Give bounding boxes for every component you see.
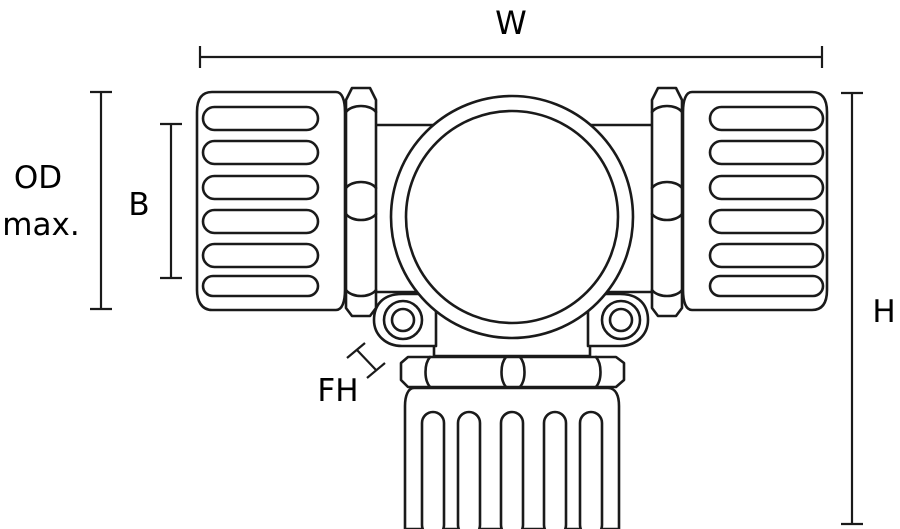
- right-fixing-lug: [586, 292, 650, 348]
- fh-dimension-line: [356, 349, 377, 371]
- bottom-cap-rib-2: [456, 410, 482, 529]
- right-cap-rib-4: [708, 208, 825, 235]
- height-label: H: [872, 294, 895, 330]
- bottom-cap-rib-3: [499, 410, 525, 529]
- fixing-hole-label: FH: [317, 373, 358, 409]
- right-cap-rib-6: [708, 274, 825, 298]
- left-hex-nut: [344, 86, 378, 318]
- right-hex-nut: [650, 86, 684, 318]
- right-cap-rib-1: [708, 105, 825, 132]
- left-cap-rib-2: [201, 139, 320, 166]
- left-fixing-hole-inner: [390, 307, 416, 333]
- left-fixing-lug: [372, 292, 438, 348]
- right-cap: [681, 90, 829, 312]
- right-cap-rib-2: [708, 139, 825, 166]
- left-cap: [195, 90, 347, 312]
- dimension-lines: [90, 46, 863, 526]
- outer-diameter-label-line1: OD: [14, 160, 62, 196]
- fh-dimension-tick-a: [346, 342, 366, 359]
- bore-label: B: [128, 187, 149, 223]
- bottom-cap-rib-1: [420, 410, 446, 529]
- center-body-inner: [404, 109, 620, 325]
- bottom-cap-rib-5: [578, 410, 604, 529]
- left-cap-rib-4: [201, 208, 320, 235]
- fh-dimension-tick-b: [366, 362, 386, 379]
- bottom-cap-rib-4: [542, 410, 568, 529]
- bottom-cap: [403, 386, 621, 529]
- outer-diameter-label-line2: max.: [2, 207, 79, 243]
- right-cap-rib-5: [708, 242, 825, 269]
- bottom-hex-nut: [399, 355, 626, 389]
- left-cap-rib-1: [201, 105, 320, 132]
- t-fitting-drawing: [195, 86, 829, 529]
- left-cap-rib-3: [201, 174, 320, 201]
- left-cap-rib-5: [201, 242, 320, 269]
- right-fixing-hole-inner: [608, 307, 634, 333]
- right-cap-rib-3: [708, 174, 825, 201]
- left-cap-rib-6: [201, 274, 320, 298]
- width-label: W: [495, 4, 527, 42]
